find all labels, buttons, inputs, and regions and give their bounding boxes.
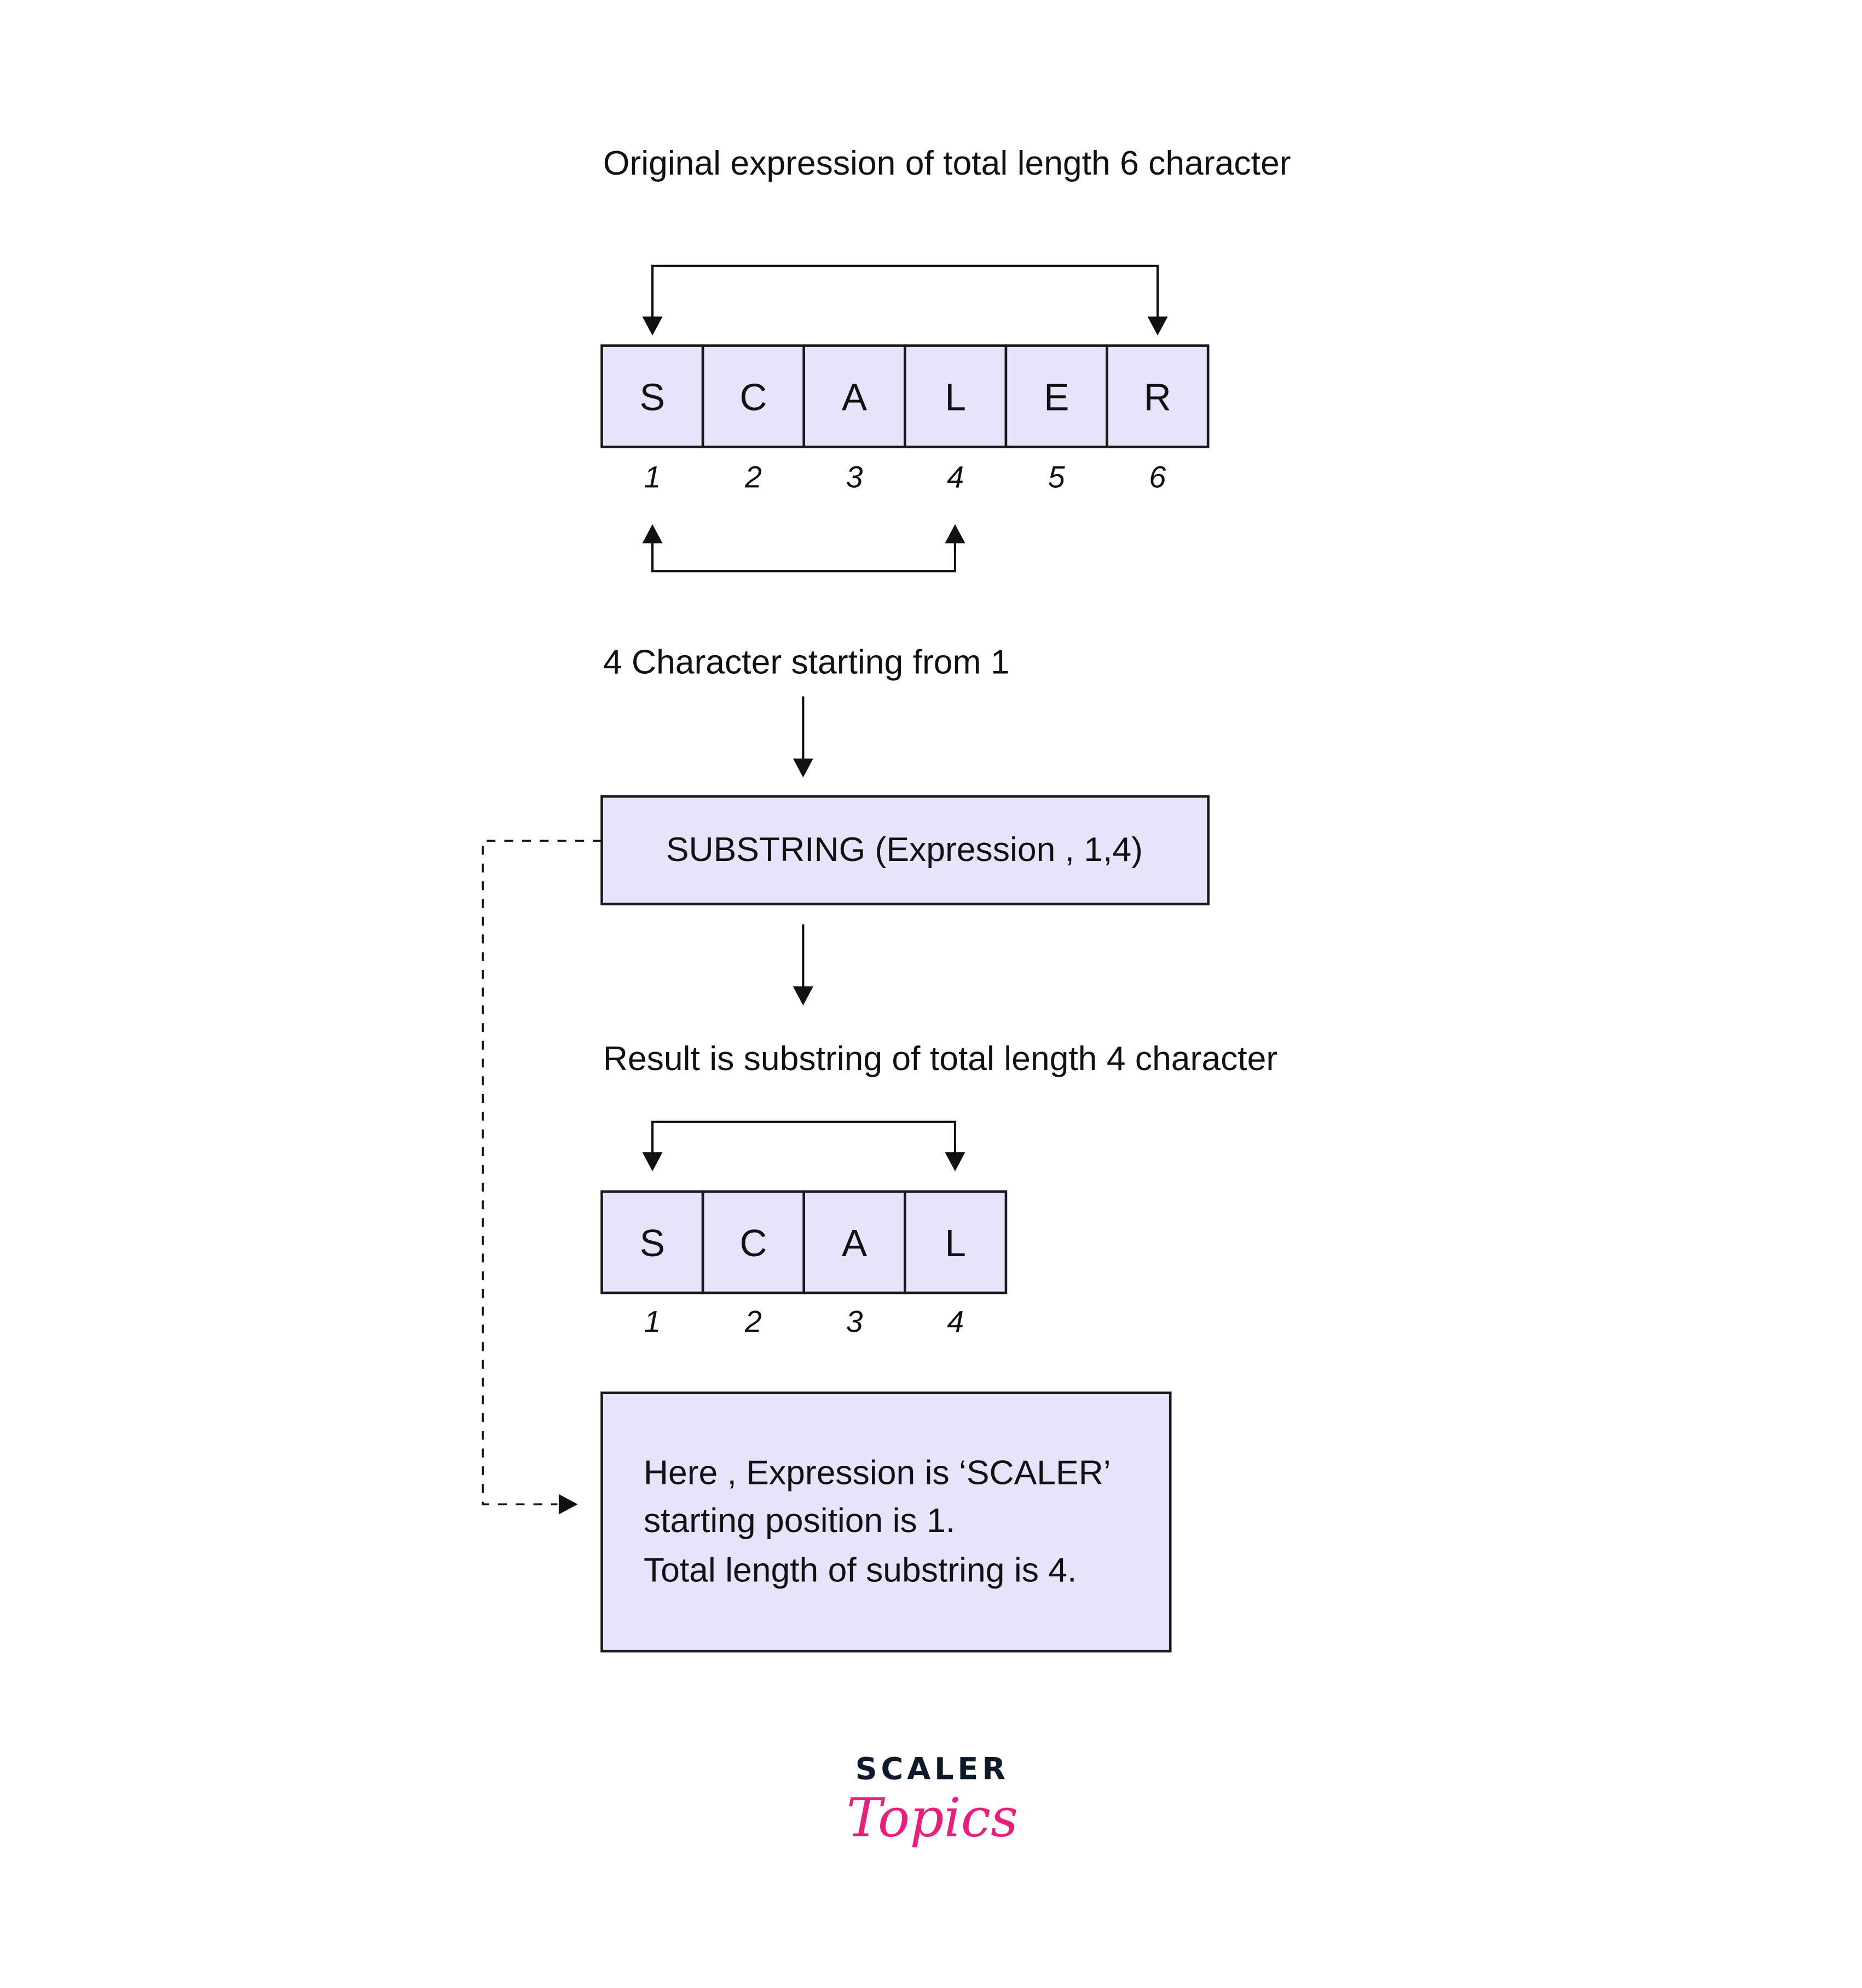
original-index-label: 3 — [846, 460, 863, 494]
span-arrow-selection — [642, 524, 965, 573]
result-cell-char: L — [945, 1222, 966, 1264]
explanation-line: starting position is 1. — [644, 1501, 955, 1540]
function-box-text: SUBSTRING (Expression , 1,4) — [666, 830, 1143, 869]
result-cell — [600, 1190, 704, 1294]
original-index-label: 2 — [744, 460, 762, 494]
result-caption: Result is substring of total length 4 ch… — [603, 1039, 1277, 1078]
logo-topics-text: Topics — [847, 1787, 1018, 1848]
flow-arrow-2 — [793, 924, 813, 1005]
arrow-down-icon — [793, 758, 813, 778]
result-index-label: 1 — [644, 1305, 661, 1339]
original-index-label: 5 — [1048, 460, 1066, 494]
result-indices: 1 2 3 4 — [644, 1305, 964, 1339]
result-index-label: 3 — [846, 1305, 863, 1339]
original-cell — [802, 344, 906, 448]
original-index-label: 4 — [947, 460, 964, 494]
result-cell — [802, 1190, 906, 1294]
result-cell — [904, 1190, 1008, 1294]
original-cell-char: R — [1144, 376, 1171, 419]
result-index-label: 2 — [744, 1305, 762, 1339]
original-indices: 1 2 3 4 5 6 — [644, 460, 1166, 494]
arrow-down-icon — [1147, 316, 1168, 336]
original-cell — [701, 344, 806, 448]
original-caption: Original expression of total length 6 ch… — [603, 144, 1291, 182]
original-index-label: 1 — [644, 460, 661, 494]
logo-scaler-text: SCALER — [855, 1751, 1009, 1787]
original-cell-char: C — [739, 376, 767, 419]
original-cell-char: E — [1044, 376, 1069, 419]
scaler-topics-logo: SCALER Topics — [847, 1751, 1018, 1848]
arrow-up-icon — [945, 524, 965, 544]
arrow-down-icon — [793, 986, 813, 1005]
original-cell — [904, 344, 1008, 448]
result-cell-char: C — [739, 1222, 767, 1264]
flow-arrow-1 — [793, 696, 813, 778]
span-arrow-original — [642, 264, 1168, 336]
explanation-line: Total length of substring is 4. — [644, 1551, 1077, 1589]
original-cell-char: L — [945, 376, 966, 419]
original-index-label: 6 — [1149, 460, 1166, 494]
result-cell-char: A — [842, 1222, 868, 1264]
original-cell-char: S — [640, 376, 665, 419]
original-cell — [1106, 344, 1210, 448]
dashed-connector — [482, 840, 602, 1515]
arrow-down-icon — [945, 1152, 965, 1171]
selection-caption: 4 Character starting from 1 — [603, 643, 1010, 681]
arrow-right-icon — [558, 1494, 578, 1515]
arrow-down-icon — [642, 1152, 663, 1171]
result-index-label: 4 — [947, 1305, 964, 1339]
arrow-down-icon — [642, 316, 663, 336]
original-cell-char: A — [842, 376, 868, 419]
explanation-box: Here , Expression is ‘SCALER’ starting p… — [600, 1391, 1172, 1652]
original-cell — [1004, 344, 1108, 448]
arrow-up-icon — [642, 524, 663, 544]
result-cell-char: S — [640, 1222, 665, 1264]
explanation-line: Here , Expression is ‘SCALER’ — [644, 1453, 1111, 1492]
span-arrow-result — [642, 1120, 965, 1171]
original-cell — [600, 344, 704, 448]
function-box: SUBSTRING (Expression , 1,4) — [600, 795, 1210, 906]
